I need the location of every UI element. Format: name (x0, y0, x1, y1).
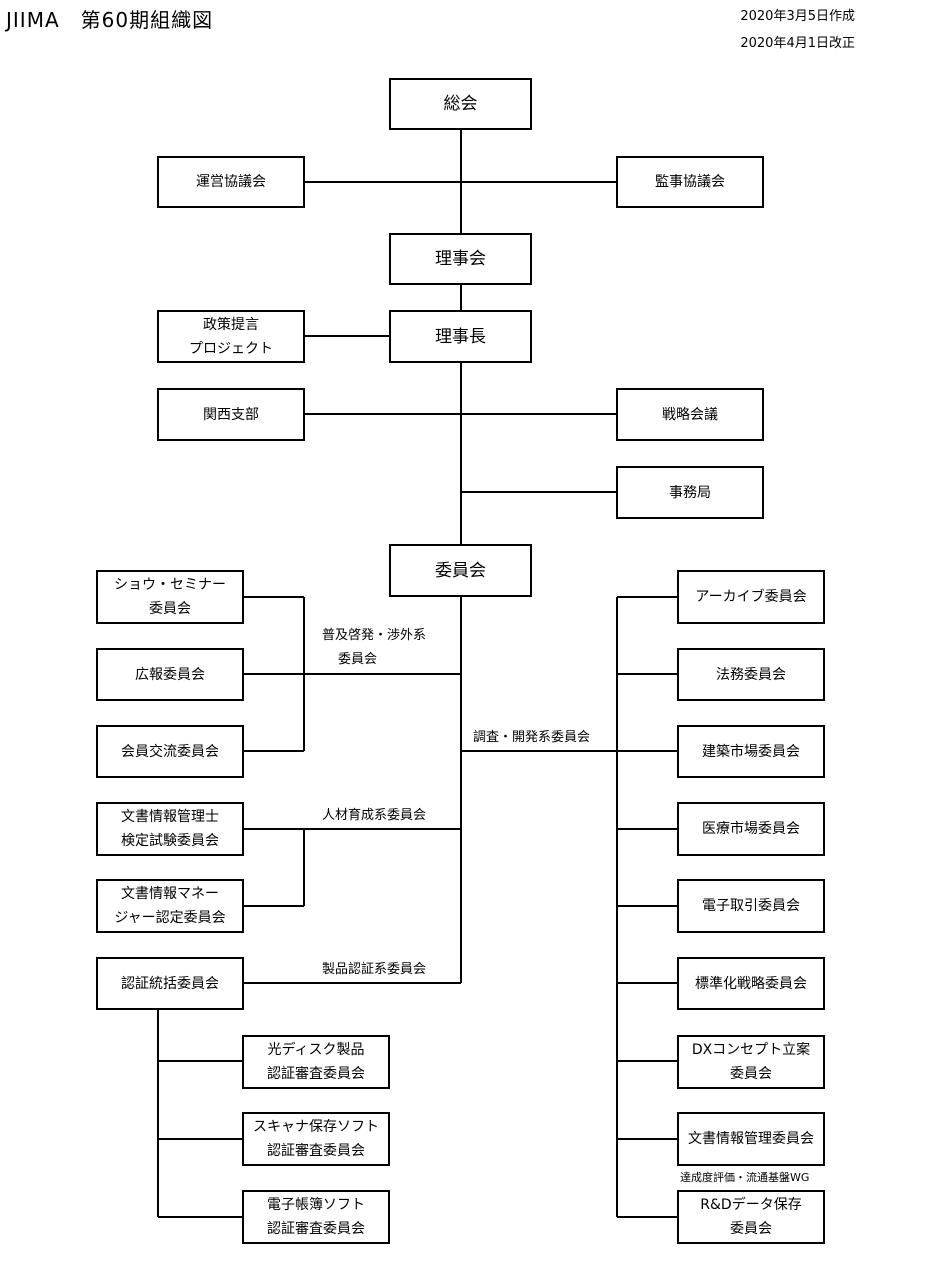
box-iryou-label: 医療市場委員会 (702, 821, 800, 837)
box-dx-line2: 委員会 (730, 1066, 772, 1082)
box-unei-kyougikai: 運営協議会 (157, 156, 305, 208)
box-ebook-line2: 認証審査委員会 (267, 1221, 365, 1237)
box-dx-concept: DXコンセプト立案 委員会 (677, 1035, 825, 1089)
box-show-line2: 委員会 (149, 601, 191, 617)
box-kenchiku-label: 建築市場委員会 (702, 743, 800, 760)
box-rijikai: 理事会 (389, 233, 532, 285)
label-fukyu-line2: 委員会 (338, 652, 378, 667)
box-jimukyoku: 事務局 (616, 466, 764, 519)
box-rijichou-label: 理事長 (435, 326, 486, 347)
label-fukyu-line1: 普及啓発・渉外系 (322, 628, 427, 643)
box-rd-line1: R&Dデータ保存 (700, 1197, 802, 1213)
box-kanji-kyougikai: 監事協議会 (616, 156, 764, 208)
box-hyoujunka-label: 標準化戦略委員会 (695, 975, 807, 992)
box-archive-label: アーカイブ委員会 (695, 589, 807, 605)
box-show-seminar: ショウ・セミナー 委員会 (96, 570, 244, 624)
box-senryaku-kaigi: 戦略会議 (616, 388, 764, 441)
box-dx-line1: DXコンセプト立案 (691, 1042, 811, 1058)
box-houmu: 法務委員会 (677, 648, 825, 701)
box-unei-kyougikai-label: 運営協議会 (196, 174, 266, 190)
date-revised: 2020年4月1日改正 (740, 36, 855, 51)
date-created: 2020年3月5日作成 (740, 9, 855, 24)
label-wg-note: 達成度評価・流通基盤WG (680, 1171, 810, 1184)
box-scanner-soft: スキャナ保存ソフト 認証審査委員会 (242, 1112, 390, 1166)
box-soukai: 総会 (389, 78, 532, 130)
box-ebook-line1: 電子帳簿ソフト (267, 1197, 365, 1213)
box-denshi-label: 電子取引委員会 (702, 898, 800, 914)
box-show-line1: ショウ・セミナー (114, 577, 226, 593)
box-kentei-shiken: 文書情報管理士 検定試験委員会 (96, 802, 244, 856)
box-ninshou-toukatsu: 認証統括委員会 (96, 957, 244, 1010)
box-kouhou-label: 広報委員会 (135, 666, 205, 683)
box-manager-line2: ジャー認定委員会 (114, 910, 226, 926)
box-rijikai-label: 理事会 (435, 249, 486, 269)
box-optical-line1: 光ディスク製品 (267, 1042, 365, 1058)
chart-title: JIIMA 第60期組織図 (6, 8, 214, 32)
box-ninshou-label: 認証統括委員会 (121, 975, 219, 992)
label-fukyu-keihatsu: 普及啓発・渉外系 委員会 (322, 624, 426, 672)
box-kaiin-label: 会員交流委員会 (121, 743, 219, 760)
box-seisaku-line2: プロジェクト (189, 340, 273, 357)
box-optical-disc: 光ディスク製品 認証審査委員会 (242, 1035, 390, 1089)
box-scanner-line1: スキャナ保存ソフト (253, 1119, 379, 1135)
box-manager-line1: 文書情報マネー (121, 886, 219, 902)
box-kansai-label: 関西支部 (203, 406, 259, 423)
box-optical-line2: 認証審査委員会 (267, 1066, 365, 1082)
box-kanji-kyougikai-label: 監事協議会 (655, 174, 725, 190)
box-bunsho-label: 文書情報管理委員会 (688, 1131, 814, 1147)
box-iinkai: 委員会 (389, 544, 532, 597)
box-seisaku-project: 政策提言 プロジェクト (157, 310, 305, 363)
label-chousa-kaihatsu: 調査・開発系委員会 (473, 730, 591, 745)
label-jinzai-ikusei: 人材育成系委員会 (322, 808, 427, 823)
box-rd-data: R&Dデータ保存 委員会 (677, 1190, 825, 1244)
box-denshi-torihiki: 電子取引委員会 (677, 879, 825, 933)
box-soukai-label: 総会 (443, 94, 478, 114)
box-kansai-shibu: 関西支部 (157, 388, 305, 441)
box-hyoujunka-senryaku: 標準化戦略委員会 (677, 957, 825, 1010)
box-kaiin-kouryuu: 会員交流委員会 (96, 725, 244, 778)
box-seisaku-line1: 政策提言 (203, 316, 259, 333)
box-rijichou: 理事長 (389, 310, 532, 363)
box-rd-line2: 委員会 (730, 1221, 772, 1237)
label-seihin-ninshou: 製品認証系委員会 (322, 962, 427, 977)
box-kentei-line2: 検定試験委員会 (121, 833, 219, 849)
box-archive: アーカイブ委員会 (677, 570, 825, 624)
box-iryou-shijou: 医療市場委員会 (677, 802, 825, 856)
box-senryaku-label: 戦略会議 (662, 406, 718, 423)
box-bunsho-kanri: 文書情報管理委員会 (677, 1112, 825, 1166)
box-manager-nintei: 文書情報マネー ジャー認定委員会 (96, 879, 244, 933)
box-ebook-soft: 電子帳簿ソフト 認証審査委員会 (242, 1190, 390, 1244)
box-houmu-label: 法務委員会 (716, 666, 786, 683)
box-scanner-line2: 認証審査委員会 (267, 1143, 365, 1159)
box-jimukyoku-label: 事務局 (669, 484, 711, 501)
box-iinkai-label: 委員会 (435, 560, 486, 581)
box-kentei-line1: 文書情報管理士 (121, 809, 219, 825)
box-kenchiku-shijou: 建築市場委員会 (677, 725, 825, 778)
box-kouhou: 広報委員会 (96, 648, 244, 701)
